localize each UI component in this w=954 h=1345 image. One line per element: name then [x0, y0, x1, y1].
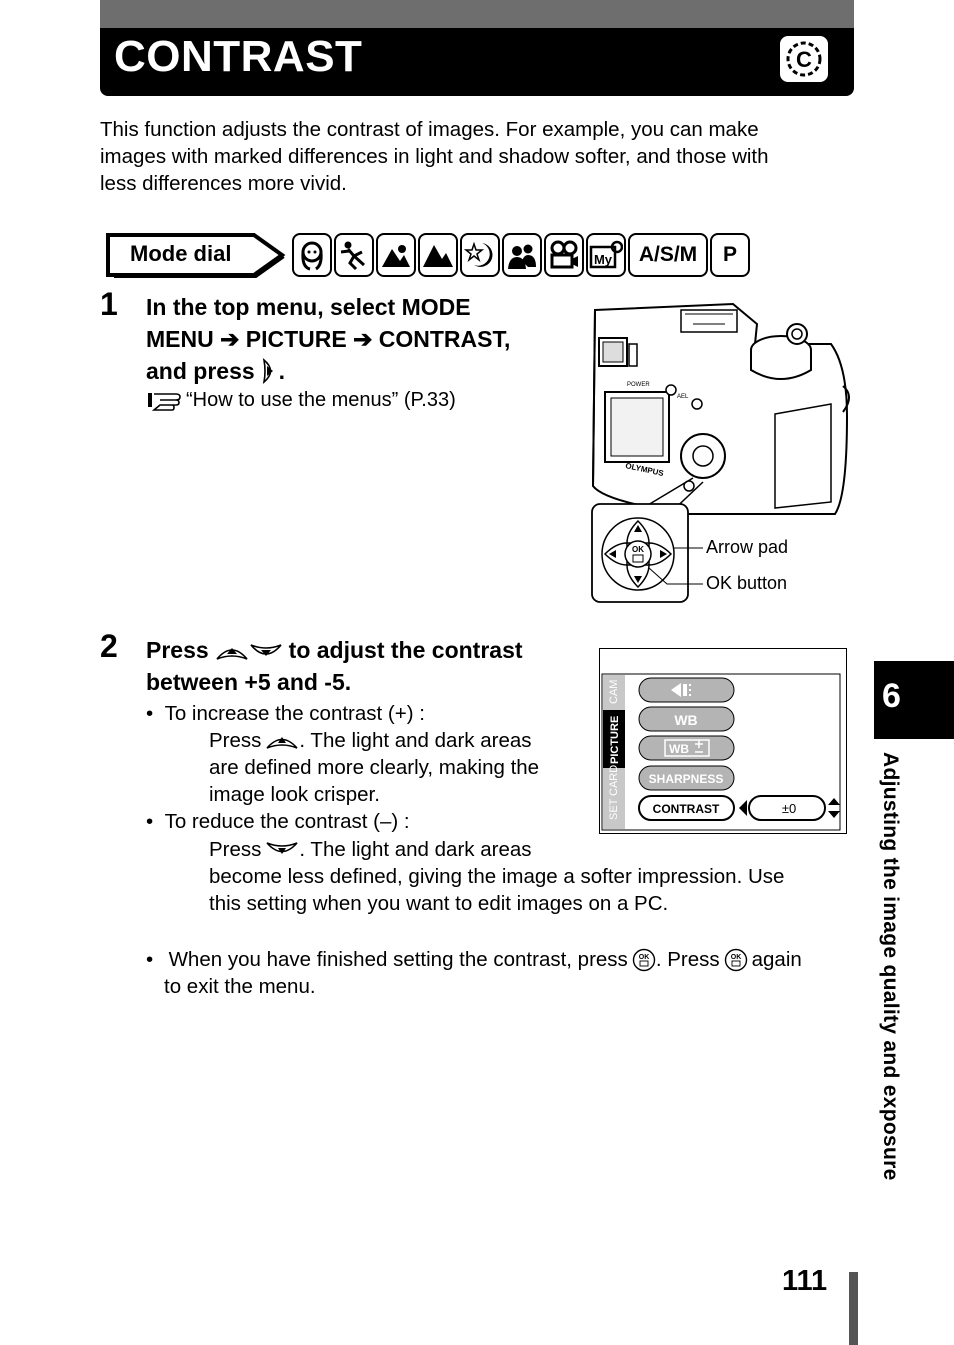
my-mode-icon: My — [586, 233, 626, 277]
svg-text:OK: OK — [639, 954, 650, 961]
lcd-quality-icon — [671, 683, 691, 697]
page-title: CONTRAST — [114, 32, 363, 81]
self-portrait-icon — [502, 233, 542, 277]
finish-line-1: • When you have finished setting the con… — [146, 948, 802, 972]
lcd-item-wb: WB — [674, 712, 697, 728]
inset-arrow-pad: OK — [601, 517, 675, 591]
reference-note: “How to use the menus” (P.33) — [146, 388, 456, 412]
lcd-wb-adjust-icon: WB — [664, 739, 710, 757]
up-arrow-icon — [265, 731, 299, 751]
lcd-contrast-value: ±0 — [782, 801, 796, 816]
reduce-line-1: Press . The light and dark areas — [209, 838, 532, 861]
reference-hand-icon — [146, 388, 184, 412]
reduce-line-2: become less defined, giving the image a … — [209, 865, 785, 888]
reduce-bullet: • To reduce the contrast (–) : — [146, 810, 410, 833]
step-2-number: 2 — [100, 628, 118, 664]
chapter-tab: 6 — [874, 661, 954, 739]
increase-line-2: are defined more clearly, making the — [209, 756, 540, 779]
mode-dial-label: Mode dial — [104, 231, 286, 279]
arrow-right-icon — [261, 357, 279, 385]
chapter-number: 6 — [882, 677, 901, 715]
step-1-line-3: and press . — [146, 357, 286, 385]
inset-ok-label: OK — [632, 545, 644, 554]
landscape-icon — [418, 233, 458, 277]
intro-paragraph: This function adjusts the contrast of im… — [100, 118, 769, 195]
down-arrow-icon — [265, 840, 299, 860]
lcd-item-contrast: CONTRAST — [653, 802, 720, 816]
program-mode: P — [710, 233, 750, 277]
finish-line-2: to exit the menu. — [164, 975, 316, 998]
lcd-tab-picture: PICTURE — [609, 716, 621, 764]
up-down-arrows-icon — [215, 639, 283, 661]
lcd-tab-set: SET — [608, 798, 620, 820]
header-bar: CONTRAST C — [100, 28, 854, 96]
lcd-item-sharpness: SHARPNESS — [649, 772, 724, 786]
lcd-menu-screen: CAM PICTURE CARD SET WB WB SHARPNESS CON… — [599, 648, 847, 834]
asm-mode: A/S/M — [628, 233, 708, 277]
page-number-bar — [849, 1272, 858, 1345]
svg-text:My: My — [594, 252, 613, 267]
increase-bullet: • To increase the contrast (+) : — [146, 702, 425, 725]
svg-text:C: C — [796, 47, 812, 72]
step-2-line-2: between +5 and -5. — [146, 669, 352, 695]
landscape-portrait-icon — [376, 233, 416, 277]
movie-icon — [544, 233, 584, 277]
increase-line-3: image look crisper. — [209, 783, 380, 806]
power-label: POWER — [627, 382, 650, 388]
step-2-line-1: Press to adjust the contrast — [146, 637, 523, 663]
portrait-icon — [292, 233, 332, 277]
increase-line-1: Press . The light and dark areas — [209, 729, 532, 752]
arrow-pad-callout: Arrow pad — [706, 537, 789, 557]
svg-text:OK: OK — [730, 954, 741, 961]
step-1-line-1: In the top menu, select MODE — [146, 294, 471, 320]
header-top-band — [100, 0, 854, 28]
ok-button-icon: OK — [632, 948, 656, 972]
contrast-icon: C — [780, 36, 828, 82]
lcd-tab-card: CARD — [608, 765, 620, 796]
lcd-tab-cam: CAM — [608, 680, 620, 704]
step-1-number: 1 — [100, 286, 118, 322]
chapter-title-vertical: Adjusting the image quality and exposure — [879, 752, 902, 1181]
ael-label: AEL — [677, 394, 689, 400]
mode-dial-icons: My A/S/M P — [292, 233, 750, 277]
step-1-line-2: MENU ➔ PICTURE ➔ CONTRAST, — [146, 326, 511, 352]
ok-button-icon-2: OK — [724, 948, 748, 972]
svg-text:WB: WB — [669, 742, 689, 756]
night-scene-icon — [460, 233, 500, 277]
page-number: 111 — [782, 1265, 828, 1297]
sports-icon — [334, 233, 374, 277]
camera-illustration: POWER AEL OLYMPUS OK — [585, 296, 853, 606]
ok-button-callout: OK button — [706, 573, 788, 593]
reduce-line-3: this setting when you want to edit image… — [209, 892, 669, 915]
